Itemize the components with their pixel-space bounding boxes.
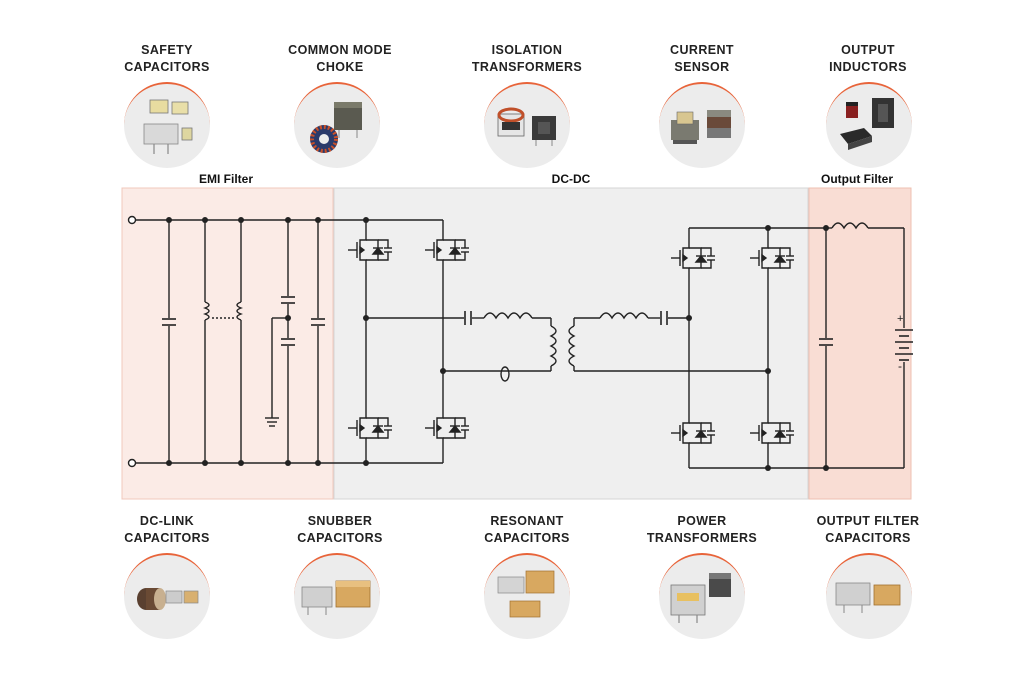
- label-isolation-transformers: ISOLATION TRANSFORMERS: [471, 43, 583, 74]
- output-inductors-icon: [826, 82, 912, 168]
- label-resonant-capacitors: RESONANT CAPACITORS: [484, 514, 570, 545]
- current-sensor-icon: [659, 82, 745, 168]
- dc-link-capacitors-icon: [124, 553, 210, 639]
- label-common-mode-choke: COMMON MODE CHOKE: [288, 43, 392, 74]
- battery-plus-label: +: [897, 313, 903, 325]
- safety-capacitors-icon: [124, 82, 210, 168]
- battery-symbol: [895, 329, 913, 361]
- dc-dc-title: DC-DC: [551, 172, 591, 186]
- isolation-transformers-icon: [484, 82, 570, 168]
- label-power-transformers: POWER TRANSFORMERS: [646, 514, 758, 545]
- output-filter-capacitors-icon: [826, 553, 912, 639]
- battery-minus-label: -: [898, 359, 902, 373]
- output-filter-title: Output Filter: [821, 172, 893, 186]
- output-filter-region: [808, 187, 912, 500]
- snubber-capacitors-icon: [294, 553, 380, 639]
- label-safety-capacitors: SAFETY CAPACITORS: [124, 43, 210, 74]
- resonant-capacitors-icon: [484, 553, 570, 639]
- label-output-inductors: OUTPUT INDUCTORS: [829, 43, 907, 74]
- power-transformers-icon: [659, 553, 745, 639]
- label-snubber-capacitors: SNUBBER CAPACITORS: [297, 514, 383, 545]
- common-mode-choke-icon: [294, 82, 380, 168]
- emi-filter-title: EMI Filter: [198, 172, 253, 186]
- junction-dots: [166, 217, 829, 471]
- label-dc-link-capacitors: DC-LINK CAPACITORS: [124, 514, 210, 545]
- label-current-sensor: CURRENT SENSOR: [670, 43, 734, 74]
- emi-filter-region: [121, 187, 334, 500]
- circuit-wires: [127, 215, 905, 469]
- label-output-filter-capacitors: OUTPUT FILTER CAPACITORS: [816, 514, 920, 545]
